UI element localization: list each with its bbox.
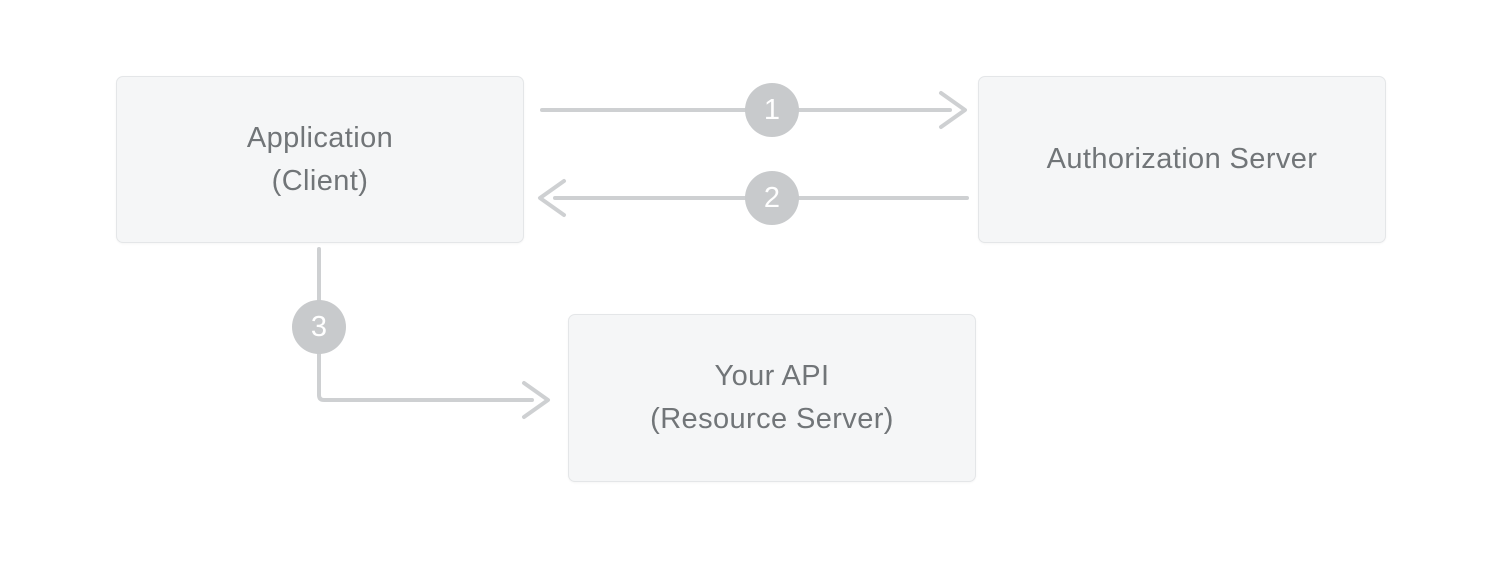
node-application-label-line2: (Client) (271, 164, 369, 197)
step1-arrowhead-icon (939, 91, 967, 129)
step3-arrowhead-icon (522, 381, 550, 419)
node-authorization-server: Authorization Server (978, 76, 1386, 243)
step-badge-3: 3 (292, 300, 346, 354)
node-your-api-resource-server: Your API (Resource Server) (568, 314, 976, 482)
step-number-3: 3 (310, 310, 328, 343)
node-your-api-label-line1: Your API (714, 360, 830, 392)
node-authorization-server-label: Authorization Server (1046, 143, 1318, 175)
step2-arrowhead-icon (538, 179, 566, 217)
step-number-1: 1 (763, 93, 781, 126)
step-badge-2: 2 (745, 171, 799, 225)
node-application-label-line1: Application (246, 121, 394, 154)
node-your-api-label-line2: (Resource Server) (650, 403, 894, 435)
step-badge-1: 1 (745, 83, 799, 137)
node-application-client: Application (Client) (116, 76, 524, 243)
step-number-2: 2 (763, 181, 781, 214)
step3-arrow-line (317, 247, 534, 402)
